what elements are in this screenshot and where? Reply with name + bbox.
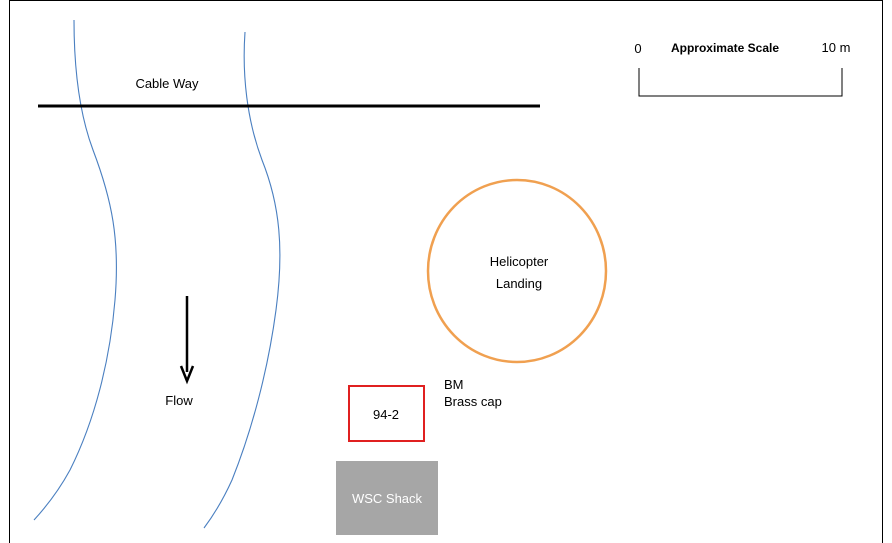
benchmark-id: 94-2 [373,407,399,422]
scale-start-label: 0 [634,41,641,56]
river-right-bank [203,31,281,529]
flow-arrow-head [179,365,195,385]
benchmark-label-line2: Brass cap [444,394,502,409]
cableway-label: Cable Way [135,76,199,91]
scale-title: Approximate Scale [671,41,779,55]
helicopter-label-line2: Landing [496,276,542,291]
scale-bar [638,68,843,97]
wsc-shack [336,461,438,535]
diagram-frame [9,0,883,543]
benchmark-box [348,385,425,442]
river-left-bank [33,19,117,521]
flow-label: Flow [165,393,193,408]
scale-end-label: 10 m [822,40,851,55]
helicopter-label-line1: Helicopter [490,254,549,269]
helicopter-landing-circle [426,178,608,364]
wsc-shack-label: WSC Shack [352,491,423,506]
benchmark-label-line1: BM [444,377,464,392]
